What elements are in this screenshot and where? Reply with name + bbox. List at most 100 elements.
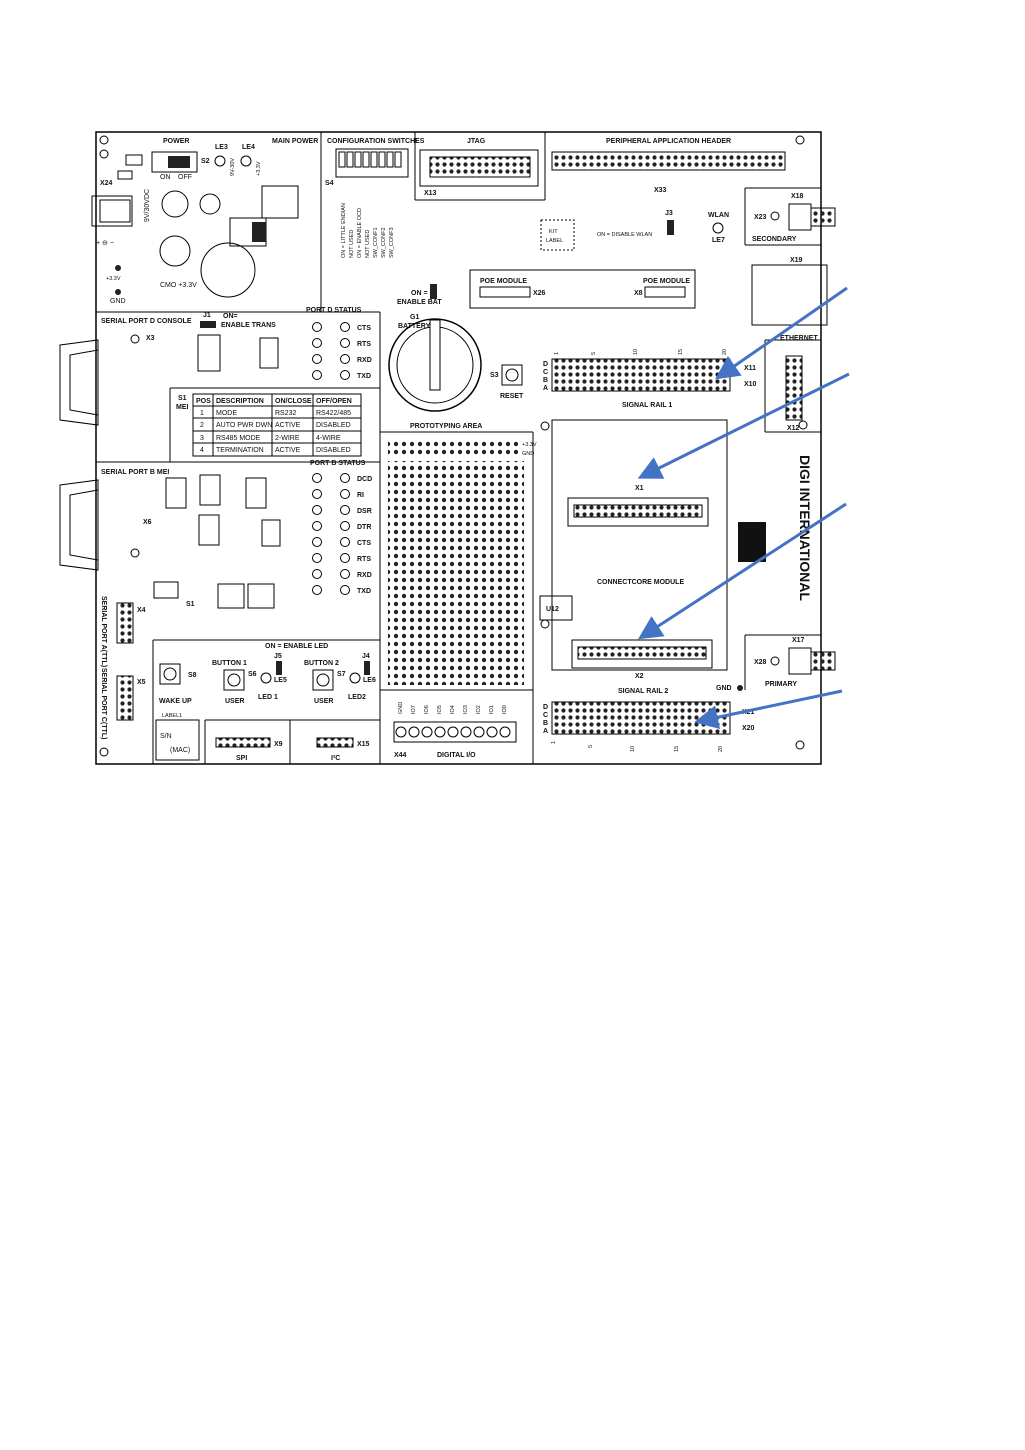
svg-text:RTS: RTS: [357, 341, 371, 348]
svg-text:2: 2: [200, 422, 204, 429]
svg-text:C: C: [543, 712, 548, 719]
reset-label: RESET: [500, 393, 524, 400]
button1-cap: [227, 673, 241, 687]
poe-header-x26: [479, 286, 531, 298]
s2-label: S2: [201, 158, 210, 165]
x23-connector: [770, 211, 780, 221]
svg-text:IO4: IO4: [450, 705, 456, 714]
reset-button: [501, 364, 523, 386]
serial-number-label-box: [155, 719, 200, 761]
svg-text:SW_CONF2: SW_CONF2: [381, 227, 387, 258]
svg-text:B: B: [543, 720, 548, 727]
enable-bat-line2: ENABLE BAT: [397, 299, 442, 306]
off-label: OFF: [178, 174, 192, 181]
svg-text:1: 1: [554, 352, 560, 355]
button1-label: BUTTON 1: [212, 660, 247, 667]
chip-u1: [197, 334, 221, 372]
antenna-primary: [788, 647, 812, 675]
x4-header: [116, 602, 134, 644]
svg-text:1: 1: [200, 410, 204, 417]
svg-text:RS422/485: RS422/485: [316, 410, 351, 417]
battery-label: BATTERY: [398, 323, 431, 330]
s3-label: S3: [490, 372, 499, 379]
j4-jumper: [364, 661, 370, 675]
led1-label: LED 1: [258, 694, 278, 701]
chip-u2: [198, 514, 220, 546]
svg-text:CTS: CTS: [357, 540, 371, 547]
arrow-to-x2: [637, 502, 847, 640]
j5-label: J5: [274, 653, 282, 660]
svg-text:AUTO PWR DWN: AUTO PWR DWN: [216, 422, 272, 429]
svg-text:IO7: IO7: [411, 705, 417, 714]
mei-table: [192, 393, 362, 457]
disable-wlan-label: ON = DISABLE WLAN: [597, 232, 652, 238]
enable-bat-line1: ON =: [411, 290, 428, 297]
svg-text:GND: GND: [398, 702, 404, 714]
j3-label: J3: [665, 210, 673, 217]
svg-text:OFF/OPEN: OFF/OPEN: [316, 398, 352, 405]
svg-text:TXD: TXD: [357, 588, 371, 595]
svg-text:D: D: [543, 361, 548, 368]
svg-text:SW_CONF1: SW_CONF1: [373, 227, 379, 258]
svg-text:SW_CONF3: SW_CONF3: [389, 227, 395, 258]
svg-text:RS232: RS232: [275, 410, 297, 417]
kit-label-line2: LABEL: [546, 238, 563, 244]
wlan-label: WLAN: [708, 212, 729, 219]
crystal-q2: [217, 583, 245, 609]
jtag-pins: [429, 156, 531, 178]
primary-label: PRIMARY: [765, 681, 797, 688]
button2-cap: [316, 673, 330, 687]
x10-label: X10: [744, 381, 757, 388]
svg-text:IO1: IO1: [489, 705, 495, 714]
arrow-to-x1: [637, 372, 850, 479]
battery-clip: [429, 319, 441, 391]
j1-jumper: [200, 321, 216, 328]
svg-text:TXD: TXD: [357, 373, 371, 380]
gnd-test-point: [737, 685, 743, 691]
x1-label: X1: [635, 485, 644, 492]
chip-u6: [259, 337, 279, 369]
x12-header: [785, 355, 803, 421]
mei-table-text: POS DESCRIPTION ON/CLOSE OFF/OPEN 1 MODE…: [196, 398, 352, 454]
svg-text:DSR: DSR: [357, 508, 372, 515]
svg-text:10: 10: [630, 746, 636, 752]
signal-rail-1-numbers: 1 5 10 15 20: [554, 349, 728, 355]
battery-jumper: [430, 284, 437, 299]
sn-label: S/N: [160, 733, 172, 740]
poe-right-label: POE MODULE: [643, 278, 690, 285]
x12-label: X12: [787, 425, 800, 432]
chip-u12: [539, 595, 573, 621]
svg-text:IO5: IO5: [437, 705, 443, 714]
led2: [349, 672, 361, 684]
svg-text:ACTIVE: ACTIVE: [275, 447, 301, 454]
port-b-status-label: PORT B STATUS: [310, 460, 366, 467]
component-v8: [125, 154, 143, 166]
capacitor-c104: [161, 190, 189, 218]
svg-text:IO3: IO3: [463, 705, 469, 714]
s7-label: S7: [337, 671, 346, 678]
svg-text:IO6: IO6: [424, 705, 430, 714]
x33-label: X33: [654, 187, 667, 194]
kit-label-line1: KIT: [549, 229, 558, 235]
power-switch-knob: [168, 156, 190, 168]
user1-label: USER: [225, 698, 244, 705]
terminal-screws: [395, 726, 511, 738]
svg-text:2-WIRE: 2-WIRE: [275, 435, 300, 442]
j5-jumper: [276, 661, 282, 675]
antenna-secondary: [788, 203, 812, 231]
signal-rail-1-pins: [551, 358, 731, 392]
capacitor-c89: [199, 193, 221, 215]
button2: [312, 669, 334, 691]
svg-text:20: 20: [722, 349, 728, 355]
svg-text:DCD: DCD: [357, 476, 372, 483]
enable-led-label: ON = ENABLE LED: [265, 643, 328, 650]
serial-b-label: SERIAL PORT B MEI: [101, 469, 169, 476]
svg-text:15: 15: [678, 349, 684, 355]
svg-text:20: 20: [718, 746, 724, 752]
arrow-to-signal-rail-2: [694, 689, 843, 730]
signal-rail-1-rows: D C B A: [543, 361, 548, 392]
x6-label: X6: [143, 519, 152, 526]
inductor-l33: [200, 242, 256, 298]
prototyping-area-label: PROTOTYPING AREA: [410, 423, 482, 430]
